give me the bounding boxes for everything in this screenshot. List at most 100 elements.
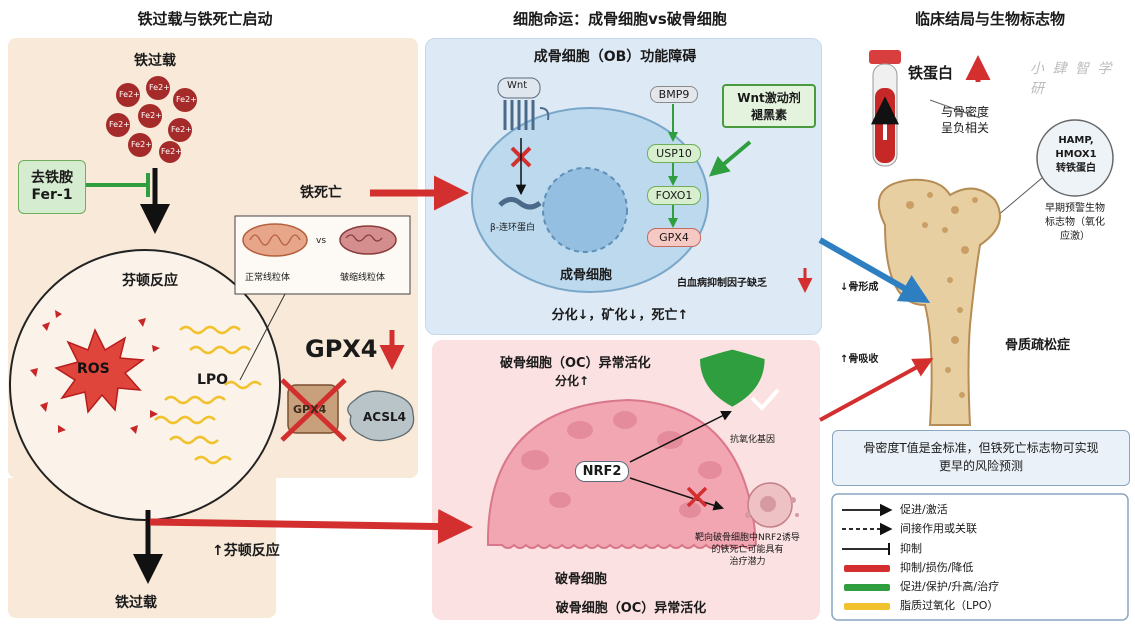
ros-fragments <box>30 310 160 434</box>
legend-red-swatch <box>844 565 890 572</box>
oc-diff-label: 分化↑ <box>555 374 590 388</box>
ros-label: ROS <box>77 361 110 377</box>
legend-yellow-swatch <box>844 603 890 610</box>
iron-overload-bottom-label: 铁过载 <box>115 595 157 611</box>
fe-label: Fe2+ <box>149 83 170 92</box>
agonist-line1: Wnt激动剂 <box>737 91 801 105</box>
normal-mitochondrion-icon <box>242 223 308 257</box>
wnt-label: Wnt <box>507 80 528 91</box>
osteoblast-label: 成骨细胞 <box>560 268 613 283</box>
beta-catenin-icon <box>498 197 542 210</box>
nrf2-node: NRF2 <box>575 461 629 482</box>
osteoblast-nucleus <box>542 167 628 253</box>
bmd-line1: 与骨密度 <box>940 105 989 119</box>
mitochondria-connector <box>239 293 286 381</box>
fenton-up-label: ↑芬顿反应 <box>212 543 280 559</box>
early-line1: 早期预警生物 <box>1045 203 1105 214</box>
legend-green-swatch <box>844 584 890 591</box>
antioxidant-shield-icon <box>700 349 780 411</box>
ob-gpx4-node: GPX4 <box>647 228 701 247</box>
therapy-note: 靶向破骨细胞中NRF2诱导 的铁死亡可能具有 治疗潜力 <box>680 532 815 568</box>
clinical-note-box: 骨密度T值是金标准，但铁死亡标志物可实现 更早的风险预测 <box>832 430 1130 486</box>
fe-label: Fe2+ <box>131 140 152 149</box>
legend-box <box>831 493 1129 621</box>
antioxidant-label: 抗氧化基因 <box>730 435 776 445</box>
legend-label: 促进/激活 <box>900 503 948 516</box>
note-line2: 更早的风险预测 <box>938 459 1023 473</box>
iron-overload-top-label: 铁过载 <box>134 53 176 69</box>
osteoclast-label: 破骨细胞 <box>555 572 608 587</box>
beta-catenin-label: β-连环蛋白 <box>490 223 535 233</box>
acsl4-label: ACSL4 <box>363 410 406 424</box>
lpo-waves <box>154 325 262 465</box>
iron-ion-cluster <box>106 76 197 163</box>
fenton-title: 芬顿反应 <box>122 273 178 289</box>
early-line3: 应激） <box>1060 231 1090 242</box>
osteoporosis-label: 骨质疏松症 <box>1005 338 1071 353</box>
therapy-line2: 的铁死亡可能具有 <box>711 545 784 555</box>
inhibitor-box: 去铁胺 Fer-1 <box>18 160 86 214</box>
bone-resorption-arrow <box>819 358 934 422</box>
acsl4-blob <box>347 390 415 442</box>
ferroptosis-label: 铁死亡 <box>300 185 342 201</box>
ros-burst <box>54 328 146 414</box>
legend-label: 促进/保护/升高/治疗 <box>900 580 1000 593</box>
usp10-node: USP10 <box>647 144 701 163</box>
wnt-receptor-icon <box>497 77 550 130</box>
legend-label: 脂质过氧化（LPO） <box>900 599 999 612</box>
foxo1-node: FOXO1 <box>647 186 701 205</box>
ob-title: 成骨细胞（OB）功能障碍 <box>533 49 697 65</box>
fe-label: Fe2+ <box>109 120 130 129</box>
note-line1: 骨密度T值是金标准，但铁死亡标志物可实现 <box>863 441 1099 455</box>
blood-tube-icon <box>869 50 901 167</box>
watermark: 小 肆 智 学 研 <box>1030 61 1114 97</box>
gpx4-crossed-label: GPX4 <box>293 403 327 416</box>
therapy-line3: 治疗潜力 <box>729 557 766 567</box>
legend-label: 抑制 <box>900 542 922 555</box>
hamp-text: HAMP, HMOX1 转铁蛋白 <box>1040 134 1112 176</box>
inhibitor-line1: 去铁胺 <box>31 170 73 186</box>
oc-bottom-title: 破骨细胞（OC）异常活化 <box>555 601 707 616</box>
shrunk-mitochondrion-icon <box>339 225 397 255</box>
left-section-title: 铁过载与铁死亡启动 <box>137 10 273 28</box>
bmp9-node: BMP9 <box>650 86 698 103</box>
shrunk-mito-label: 皱缩线粒体 <box>340 273 386 283</box>
legend-label: 抑制/损伤/降低 <box>900 561 974 574</box>
right-section-title: 临床结局与生物标志物 <box>914 10 1065 28</box>
nrf2-blocked-icon <box>686 486 708 508</box>
bone-formation-label: ↓骨形成 <box>840 282 879 293</box>
fe-label: Fe2+ <box>161 147 182 156</box>
vs-label: vs <box>316 236 327 246</box>
hamp-line2: HMOX1 <box>1055 149 1097 160</box>
legend: 促进/激活 间接作用或关联 抑制 抑制/损伤/降低 促进/保护/升高/治疗 脂质… <box>832 494 1128 620</box>
ferritin-connector <box>929 99 981 119</box>
hif-label: 白血病抑制因子缺乏 <box>677 278 767 289</box>
gpx4-crossed-icon <box>280 378 347 442</box>
early-marker-text: 早期预警生物 标志物（氧化 应激） <box>1030 202 1120 244</box>
ferritin-label: 铁蛋白 <box>908 64 954 82</box>
lpo-label: LPO <box>197 372 229 388</box>
fe-label: Fe2+ <box>141 111 162 120</box>
agonist-box: Wnt激动剂 褪黑素 <box>722 84 816 128</box>
fe-label: Fe2+ <box>176 95 197 104</box>
hamp-line3: 转铁蛋白 <box>1056 163 1096 174</box>
bmd-correlation: 与骨密度 呈负相关 <box>935 104 995 136</box>
inhibitor-line2: Fer-1 <box>31 187 73 203</box>
therapy-line1: 靶向破骨细胞中NRF2诱导 <box>695 533 800 543</box>
fenton-reaction-circle <box>9 249 281 521</box>
early-line2: 标志物（氧化 <box>1045 217 1105 228</box>
legend-label: 间接作用或关联 <box>900 522 977 535</box>
gpx4-big-label: GPX4 <box>305 335 378 363</box>
bmd-line2: 呈负相关 <box>940 121 989 135</box>
fe-label: Fe2+ <box>119 90 140 99</box>
ob-outcome: 分化↓，矿化↓，死亡↑ <box>551 308 689 323</box>
fe-label: Fe2+ <box>171 125 192 134</box>
nrf2-to-antioxidant-arrow <box>629 411 732 463</box>
hamp-line1: HAMP, <box>1058 135 1094 146</box>
damaged-cell-icon <box>745 482 799 528</box>
middle-section-title: 细胞命运：成骨细胞vs破骨细胞 <box>513 10 727 28</box>
bone-resorption-label: ↑骨吸收 <box>840 354 879 365</box>
agonist-line2: 褪黑素 <box>750 108 787 122</box>
nrf2-to-ferroptosis-arrow <box>629 477 724 511</box>
